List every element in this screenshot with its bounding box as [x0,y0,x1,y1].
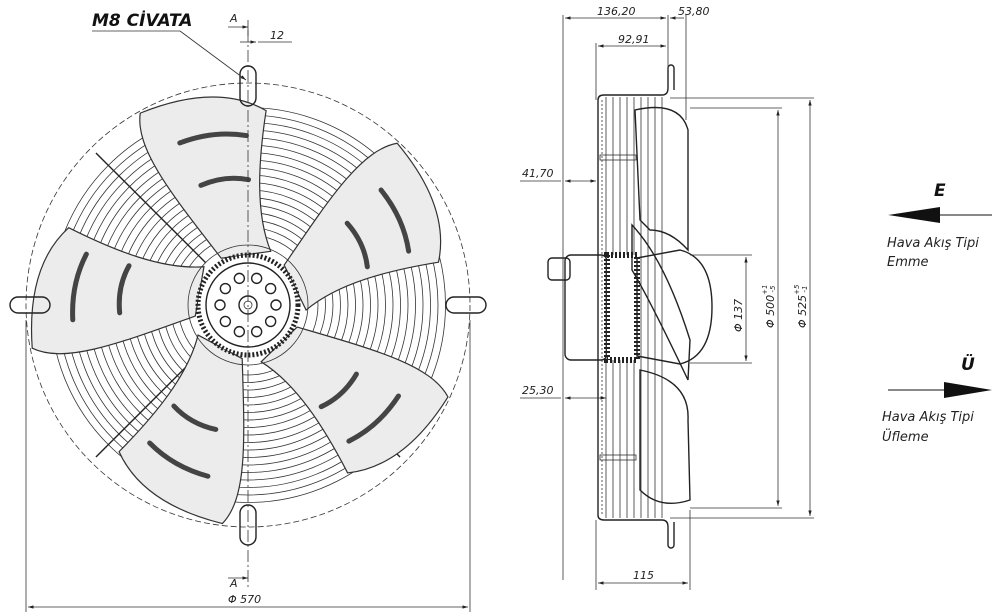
side-blade-mid [631,223,691,381]
blowing-line2: Üfleme [882,428,929,445]
blade [139,96,272,259]
blade [283,142,442,311]
dim-guard: 92,91 [618,33,650,46]
dim-ring-diameter: 525 [796,295,809,316]
diameter-symbol: Φ [228,593,237,606]
tol-lower: -5 [769,285,777,293]
arrow-right-icon [944,382,992,398]
tol-lower: -1 [801,286,809,293]
mounting-lug-left [9,296,51,314]
hub-hole [250,272,263,285]
dim-slot-width: 12 [270,29,284,42]
dim-flange: 53,80 [678,5,710,18]
hub-hole [233,325,246,338]
svg-text:Φ 500+1-5: Φ 500+1-5 [761,285,777,329]
suction-line2: Emme [887,255,929,270]
suction-line1: Hava Akış Tipi [887,236,979,251]
hub-hole [264,315,277,328]
svg-text:Φ 570: Φ 570 [228,593,261,606]
suction-letter: E [934,181,946,201]
hub-hole [250,325,263,338]
tol-upper: +5 [793,284,801,295]
bolt-label: M8 CİVATA [92,9,192,31]
dim-impeller-diameter: 500 [764,295,777,316]
svg-text:Φ 137: Φ 137 [732,299,745,332]
guard-spoke [95,152,207,264]
dim-motor-offset: 25,30 [522,384,554,397]
section-mark-bottom: A [229,577,238,590]
side-motor [547,249,713,365]
dim-guard-offset: 41,70 [522,167,554,180]
impeller-blades [30,96,449,525]
dim-hub-diameter: 137 [732,299,745,320]
side-blade-top [634,106,689,252]
outer-diameter-circle [25,82,471,528]
hub-hole [219,315,232,328]
side-view: 136,20 53,80 92,91 41,70 25,30 115 Φ 137… [520,5,814,590]
svg-text:Φ 525+5-1: Φ 525+5-1 [793,284,809,328]
blade [30,226,205,355]
hub-hole [270,299,282,311]
diameter-symbol: Φ [796,319,809,328]
tol-upper: +1 [761,285,769,295]
hub-hole [264,282,277,295]
dim-overall-diameter: 570 [240,593,261,606]
section-mark-top: A [229,12,238,25]
arrow-left-icon [888,207,940,223]
side-blade-bottom [639,369,691,504]
airflow-legend-suction: E Hava Akış Tipi Emme [887,181,992,270]
hub-hole [219,282,232,295]
hub-hole [214,299,226,311]
dim-depth-total: 136,20 [597,5,636,18]
blade [260,326,449,474]
mounting-lug-right [445,296,487,314]
airflow-legend-blowing: Ü Hava Akış Tipi Üfleme [882,353,992,445]
blowing-letter: Ü [961,353,975,375]
blowing-line1: Hava Akış Tipi [882,410,974,425]
dim-base: 115 [633,569,654,582]
diameter-symbol: Φ [732,323,745,332]
diameter-symbol: Φ [764,319,777,328]
blade [118,334,245,525]
front-view: A A 12 M8 CİVATA Φ 570 [9,9,487,612]
hub-hole [233,272,246,285]
